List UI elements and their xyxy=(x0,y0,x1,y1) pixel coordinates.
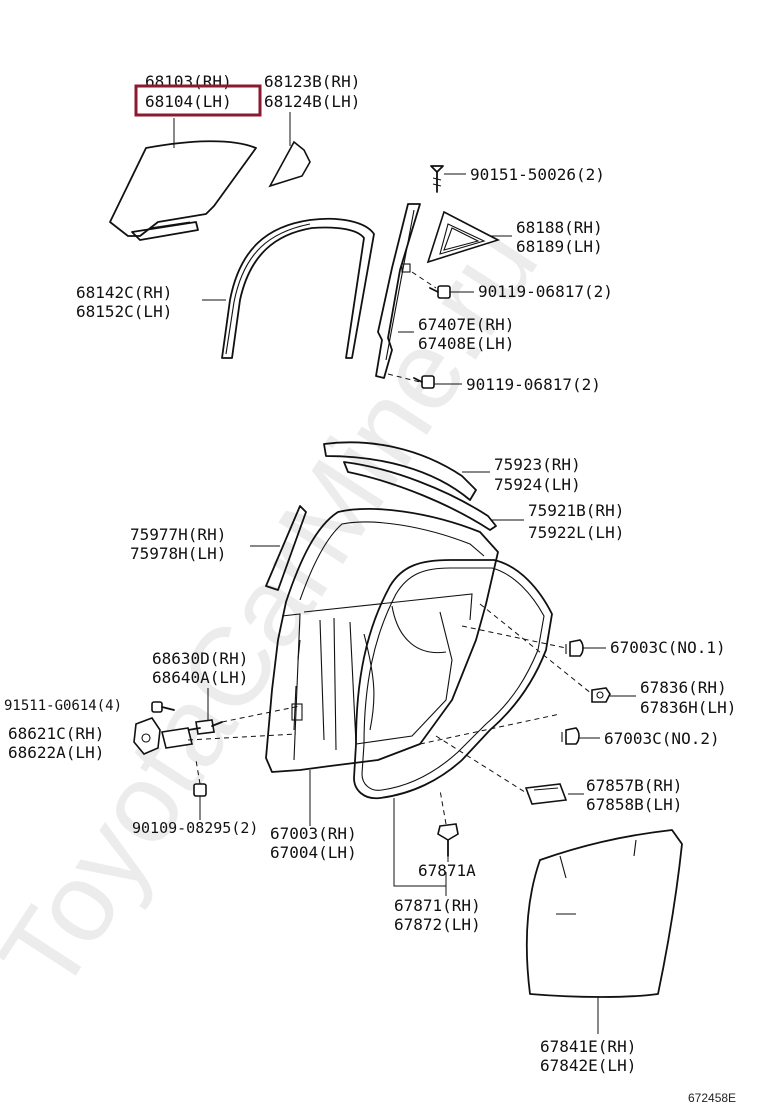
label-plug1[interactable]: 67003C(NO.1) xyxy=(610,638,726,657)
plug-no2-part[interactable] xyxy=(561,727,580,745)
leader-ws xyxy=(393,798,447,896)
label-hinge-lh[interactable]: 68622A(LH) xyxy=(8,743,104,762)
door-panel-part[interactable] xyxy=(265,508,499,773)
label-hinge-rh[interactable]: 68621C(RH) xyxy=(8,724,104,743)
door-glass-part[interactable] xyxy=(109,140,257,241)
label-cover-rh[interactable]: 67857B(RH) xyxy=(586,776,682,795)
label-qglass2-lh[interactable]: 68189(LH) xyxy=(516,237,603,256)
label-bolt-top[interactable]: 90119-06817(2) xyxy=(478,282,613,301)
label-glass-lh[interactable]: 68104(LH) xyxy=(145,92,232,111)
label-chan-rh[interactable]: 67407E(RH) xyxy=(418,315,514,334)
label-panel-lh[interactable]: 67004(LH) xyxy=(270,843,357,862)
bolt-mid-part[interactable] xyxy=(413,375,435,389)
bolt-mid-dash xyxy=(387,373,421,383)
division-bar-channel-part[interactable] xyxy=(375,203,421,379)
label-retainer[interactable]: 67871A xyxy=(418,861,476,880)
label-panel-rh[interactable]: 67003(RH) xyxy=(270,824,357,843)
label-screw[interactable]: 90151-50026(2) xyxy=(470,165,605,184)
label-cover-lh[interactable]: 67858B(LH) xyxy=(586,795,682,814)
label-run-rh[interactable]: 68142C(RH) xyxy=(76,283,172,302)
highlight-box xyxy=(134,84,262,117)
label-mould3-rh[interactable]: 75977H(RH) xyxy=(130,525,226,544)
label-mould3-lh[interactable]: 75978H(LH) xyxy=(130,544,226,563)
clip-part[interactable] xyxy=(591,687,611,703)
service-hole-cover-part[interactable] xyxy=(525,829,683,998)
quarter-window-frame-part[interactable] xyxy=(426,210,501,264)
label-chan-lh[interactable]: 67408E(LH) xyxy=(418,334,514,353)
label-ws-lh[interactable]: 67872(LH) xyxy=(394,915,481,934)
access-cover-part[interactable] xyxy=(524,783,568,805)
label-run-lh[interactable]: 68152C(LH) xyxy=(76,302,172,321)
label-bolt4[interactable]: 91511-G0614(4) xyxy=(4,698,122,714)
label-mould2-rh[interactable]: 75921B(RH) xyxy=(528,501,624,520)
label-check-lh[interactable]: 68640A(LH) xyxy=(152,668,248,687)
label-clip-rh[interactable]: 67836(RH) xyxy=(640,678,727,697)
screw-part[interactable] xyxy=(430,165,444,193)
hinge-bolt-part[interactable] xyxy=(151,701,175,713)
label-glass-rh: 68103(RH) xyxy=(145,72,232,91)
bolt-top-dash xyxy=(411,271,437,289)
label-check-rh[interactable]: 68630D(RH) xyxy=(152,649,248,668)
belt-moulding-outer-part[interactable] xyxy=(323,441,477,501)
quarter-glass-part[interactable] xyxy=(268,140,311,188)
label-ws-rh[interactable]: 67871(RH) xyxy=(394,896,481,915)
door-check-dash xyxy=(221,705,301,723)
label-mould2-lh[interactable]: 75922L(LH) xyxy=(528,523,624,542)
cover-dash xyxy=(435,735,529,795)
glass-run-channel-part[interactable] xyxy=(221,217,375,359)
plug-no2-dash xyxy=(419,713,561,745)
label-film-rh[interactable]: 67841E(RH) xyxy=(540,1037,636,1056)
label-qglass2-rh[interactable]: 68188(RH) xyxy=(516,218,603,237)
door-hinge-part[interactable] xyxy=(133,717,193,755)
label-bolt2[interactable]: 90109-08295(2) xyxy=(132,819,258,837)
belt-moulding-inner-part[interactable] xyxy=(343,461,497,531)
door-weatherstrip-part[interactable] xyxy=(353,559,553,800)
plug-no1-part[interactable] xyxy=(565,639,584,657)
pillar-moulding-part[interactable] xyxy=(265,505,307,591)
label-mould-lh[interactable]: 75924(LH) xyxy=(494,475,581,494)
weatherstrip-retainer-part[interactable] xyxy=(437,789,459,857)
label-clip-lh[interactable]: 67836H(LH) xyxy=(640,698,736,717)
label-qglass-rh[interactable]: 68123B(RH) xyxy=(264,72,360,91)
diagram-reference: 672458E xyxy=(688,1091,736,1105)
hinge-dash xyxy=(187,733,297,741)
label-film-lh[interactable]: 67842E(LH) xyxy=(540,1056,636,1075)
label-plug2[interactable]: 67003C(NO.2) xyxy=(604,729,720,748)
clip-dash xyxy=(479,603,593,695)
label-qglass-lh[interactable]: 68124B(LH) xyxy=(264,92,360,111)
label-mould-rh[interactable]: 75923(RH) xyxy=(494,455,581,474)
label-bolt-mid[interactable]: 90119-06817(2) xyxy=(466,375,601,394)
